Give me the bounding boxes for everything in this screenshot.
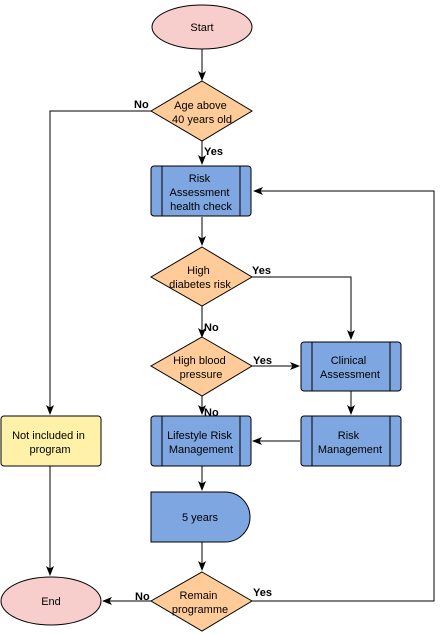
blood-pressure-decision [150, 336, 253, 397]
edge-label-remain-no: No [135, 591, 150, 603]
edge-label-remain-yes: Yes [253, 587, 272, 599]
risk-management-label: Risk Management [318, 430, 382, 456]
clinical-assessment-process [300, 341, 402, 392]
diabetes-decision [150, 246, 253, 307]
edge-remain-yes [252, 187, 435, 602]
start-label: Start [190, 22, 213, 34]
edge-label-diabetes-yes: Yes [252, 265, 271, 277]
blood-pressure-label: High blood pressure [173, 355, 229, 381]
diabetes-decision-label: High diabetes risk [169, 265, 231, 291]
lifestyle-management-label: Lifestyle Risk Management [167, 430, 235, 456]
five-years-label: 5 years [182, 512, 219, 524]
edge-label-age-no: No [134, 99, 149, 111]
remain-decision-label: Remain programme [172, 590, 228, 616]
connectors [46, 49, 435, 605]
risk-check-label: Risk Assessment health check [170, 173, 233, 213]
edge-label-age-yes: Yes [204, 146, 223, 158]
edge-label-diabetes-no: No [204, 322, 219, 334]
clinical-assessment-label: Clinical Assessment [320, 355, 380, 381]
risk-check-process [150, 165, 252, 217]
end-node [0, 576, 102, 626]
age-decision [150, 80, 253, 142]
edge-diabetes-yes [252, 276, 355, 340]
start-node [151, 4, 253, 50]
not-included-node [0, 415, 102, 467]
risk-management-process [300, 415, 402, 467]
end-label: End [41, 596, 61, 608]
not-included-label: Not included in program [12, 430, 88, 456]
five-years-node [150, 491, 251, 543]
age-decision-label: Age above 40 years old [172, 100, 232, 126]
edge-age-no [46, 110, 151, 415]
edge-label-bp-yes: Yes [253, 355, 272, 367]
lifestyle-management-process [150, 415, 252, 467]
remain-decision [150, 571, 253, 632]
edge-label-bp-no: No [204, 407, 219, 419]
